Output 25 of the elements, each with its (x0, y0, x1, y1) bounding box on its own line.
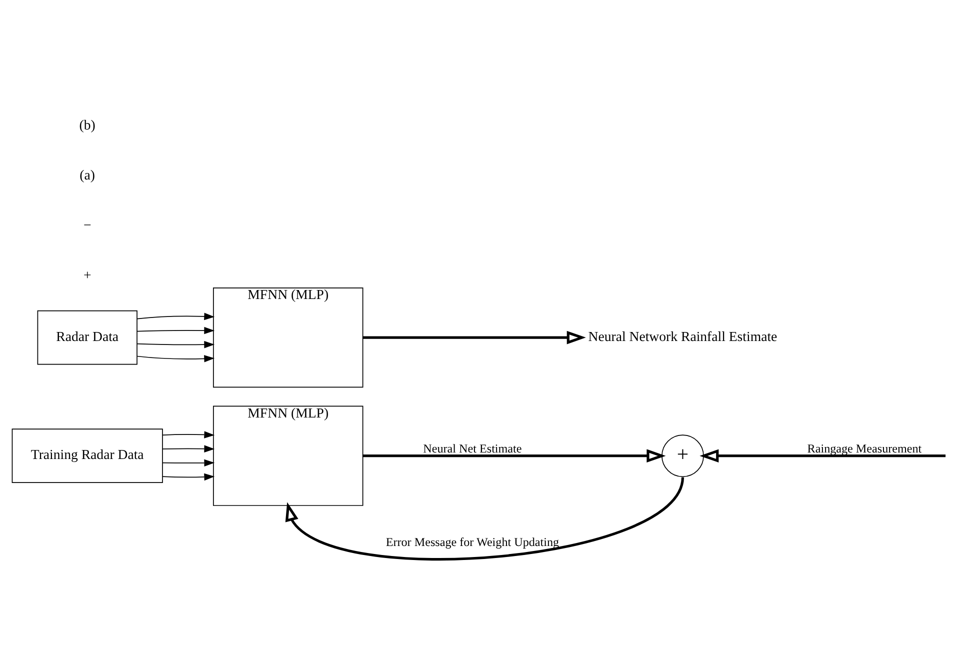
label: (b) (79, 117, 96, 132)
arrow (362, 330, 586, 344)
arrow (362, 449, 666, 463)
node-circle: + (662, 434, 704, 478)
arrow (162, 459, 215, 467)
arrow (136, 312, 215, 320)
node-box: MFNN (MLP) (213, 287, 364, 388)
arrow (162, 445, 215, 452)
node-box: Radar Data (37, 310, 138, 365)
arrow (136, 326, 215, 334)
label: − (83, 217, 92, 232)
arrow (162, 431, 215, 438)
node-text: Neural Network Rainfall Estimate (588, 328, 778, 344)
label: + (83, 268, 92, 283)
edge-label: Neural Net Estimate (423, 442, 522, 456)
node-box: Training Radar Data (12, 428, 163, 484)
arrow (700, 449, 946, 463)
arrow (136, 355, 215, 362)
arrow (136, 340, 215, 348)
edge-label: Error Message for Weight Updating (386, 534, 560, 549)
edge-label: Raingage Measurement (807, 442, 922, 456)
label: (a) (80, 167, 96, 182)
arrow (162, 473, 215, 481)
arrow (285, 477, 684, 560)
node-box: MFNN (MLP) (213, 406, 364, 506)
